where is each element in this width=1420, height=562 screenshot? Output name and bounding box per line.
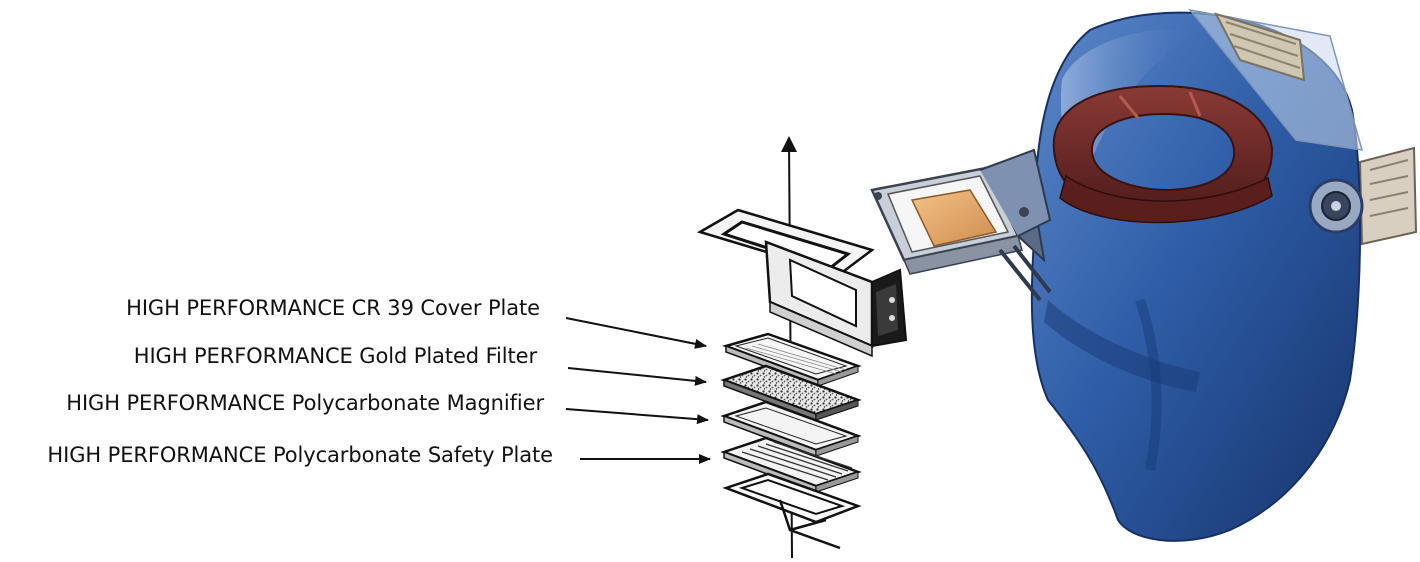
leader-arrows bbox=[565, 317, 711, 464]
gold-filter-glass bbox=[910, 189, 998, 247]
label-gold-filter: HIGH PERFORMANCE Gold Plated Filter bbox=[133, 344, 537, 368]
welding-helmet bbox=[870, 8, 1418, 542]
leader-arrow-0 bbox=[565, 317, 707, 349]
leader-arrow-2 bbox=[565, 408, 709, 425]
bottom-gasket bbox=[722, 472, 862, 550]
label-magnifier: HIGH PERFORMANCE Polycarbonate Magnifier bbox=[66, 391, 544, 415]
leader-arrow-1 bbox=[567, 367, 707, 386]
exploded-filter-assembly bbox=[696, 136, 908, 559]
polycarbonate-magnifier bbox=[720, 400, 862, 458]
arrow-up-icon bbox=[781, 136, 797, 152]
helmet-filter-window bbox=[870, 148, 1052, 302]
label-safety-plate: HIGH PERFORMANCE Polycarbonate Safety Pl… bbox=[47, 443, 553, 467]
label-cover-plate: HIGH PERFORMANCE CR 39 Cover Plate bbox=[126, 296, 540, 320]
gold-plated-filter bbox=[720, 364, 862, 422]
filter-holder-frame bbox=[696, 208, 908, 358]
